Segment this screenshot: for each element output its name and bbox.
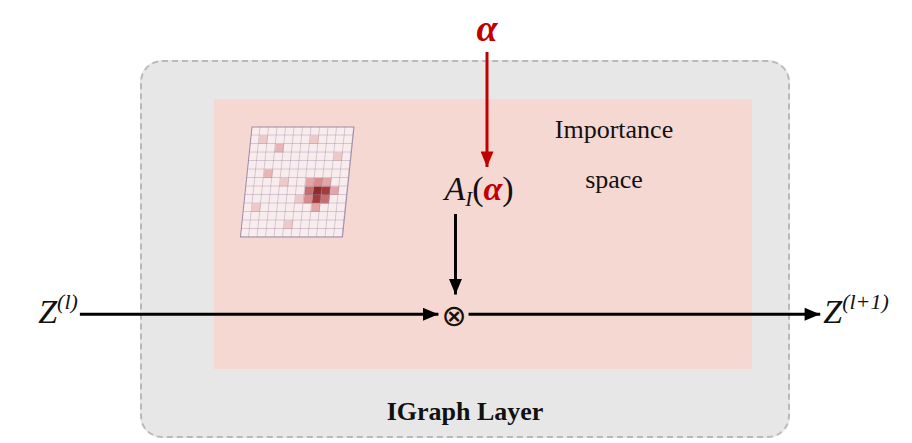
- flow-arrow: [486, 52, 489, 167]
- math-symbol: Z: [38, 293, 57, 330]
- math-symbol: ⊗: [441, 298, 466, 333]
- math-symbol: (: [472, 170, 483, 207]
- math-symbol: I: [465, 187, 472, 211]
- region-heading: Importance space: [532, 105, 696, 205]
- flow-arrow: [454, 214, 457, 295]
- flow-arrow: [80, 313, 439, 316]
- math-symbol: (l): [57, 289, 78, 314]
- math-symbol: α: [483, 170, 502, 207]
- math-symbol: A: [444, 170, 465, 207]
- output-feature: Z(l+1): [823, 289, 889, 331]
- region-heading: IGraph Layer: [142, 395, 788, 429]
- layer-box: IGraph Layer Importance spaceAI(α) ⊗: [140, 60, 790, 438]
- importance-matrix-label: AI(α): [444, 170, 513, 212]
- input-feature: Z(l): [38, 289, 78, 331]
- math-symbol: ): [502, 170, 513, 207]
- math-symbol: α: [476, 7, 497, 49]
- math-symbol: (l+1): [842, 289, 889, 314]
- importance-matrix-grid: [240, 127, 354, 237]
- multiply-operator: ⊗: [441, 298, 466, 333]
- flow-arrow: [469, 313, 821, 316]
- math-symbol: Z: [823, 293, 842, 330]
- input-symbol: α: [476, 6, 497, 50]
